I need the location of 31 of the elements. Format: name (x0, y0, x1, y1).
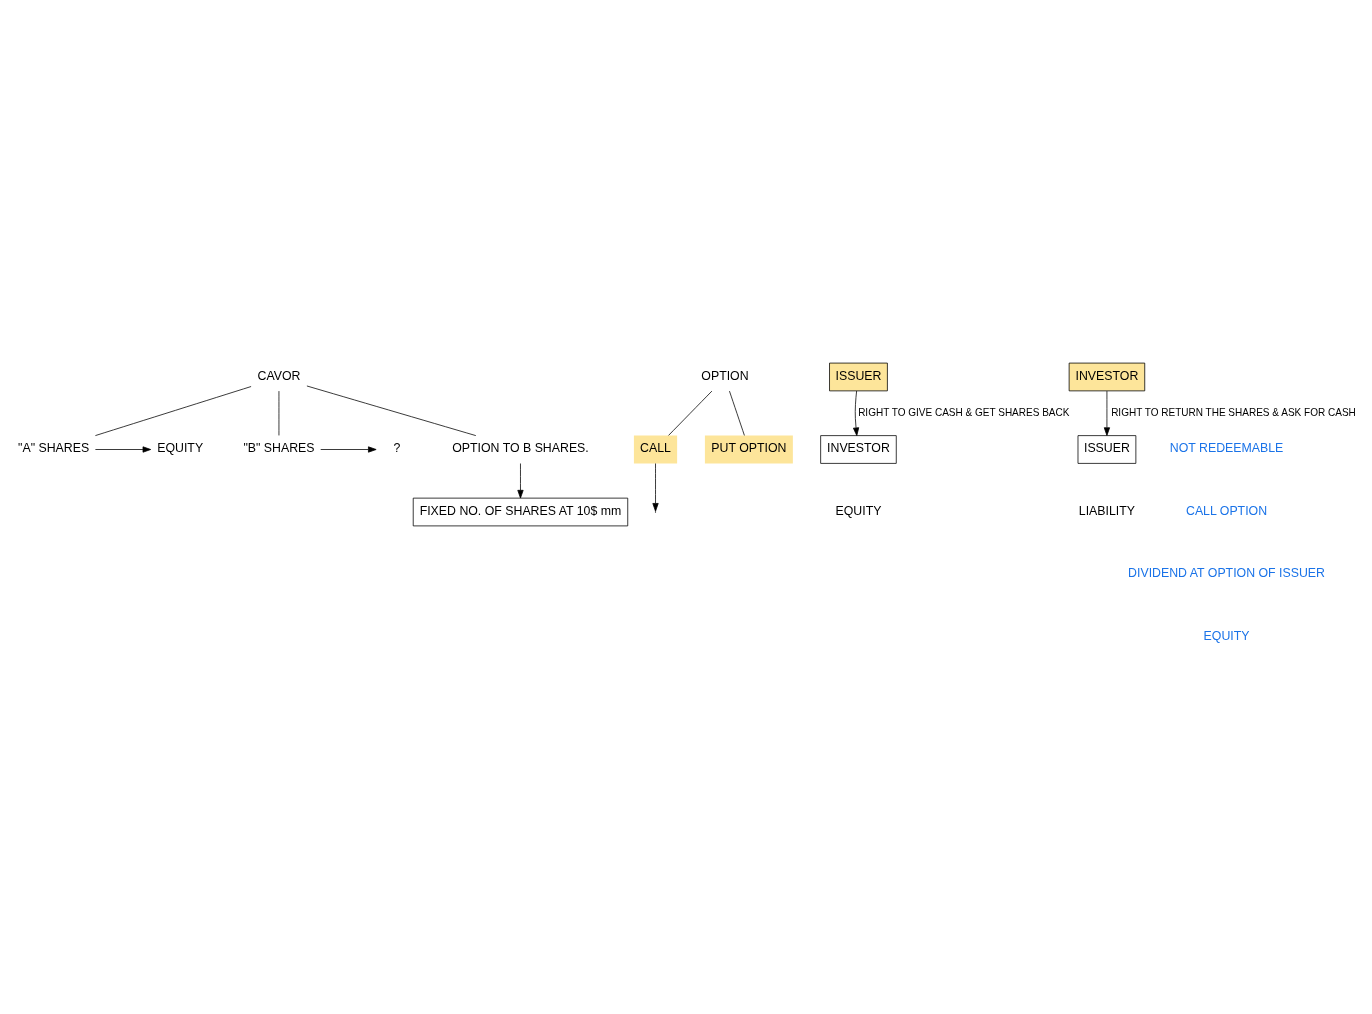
node-text: OPTION (701, 368, 749, 383)
edge-label: RIGHT TO RETURN THE SHARES & ASK FOR CASH (1111, 406, 1356, 418)
node-box: FIXED NO. OF SHARES AT 10$ mm (412, 497, 629, 527)
node-text: "B" SHARES (243, 441, 315, 456)
label: DIVIDEND AT OPTION OF ISSUER (1128, 566, 1325, 581)
node-box: ISSUER (829, 362, 888, 392)
arrow (320, 446, 377, 453)
node-box: ISSUER (1077, 435, 1137, 464)
node-text: ? (393, 441, 401, 456)
node-box: PUT OPTION (704, 435, 793, 464)
connector (306, 385, 477, 436)
node-box: INVESTOR (820, 435, 897, 464)
node-box: CALL (633, 435, 678, 464)
arrow (852, 390, 860, 436)
edge-label: RIGHT TO GIVE CASH & GET SHARES BACK (858, 406, 1070, 418)
label: CALL OPTION (1186, 503, 1268, 518)
label: EQUITY (1203, 628, 1250, 643)
node-text: EQUITY (157, 441, 204, 456)
arrow (95, 446, 152, 453)
connector (668, 390, 713, 436)
label: EQUITY (835, 503, 882, 518)
label: NOT REDEEMABLE (1169, 441, 1284, 456)
node-box: INVESTOR (1068, 362, 1146, 392)
arrow (1103, 390, 1111, 436)
arrow (517, 463, 524, 499)
label: LIABILITY (1078, 503, 1136, 518)
connector (95, 386, 252, 436)
node-text: CAVOR (257, 368, 301, 383)
connector (729, 390, 745, 436)
node-text: OPTION TO B SHARES. (452, 441, 589, 456)
node-text: "A" SHARES (18, 441, 90, 456)
